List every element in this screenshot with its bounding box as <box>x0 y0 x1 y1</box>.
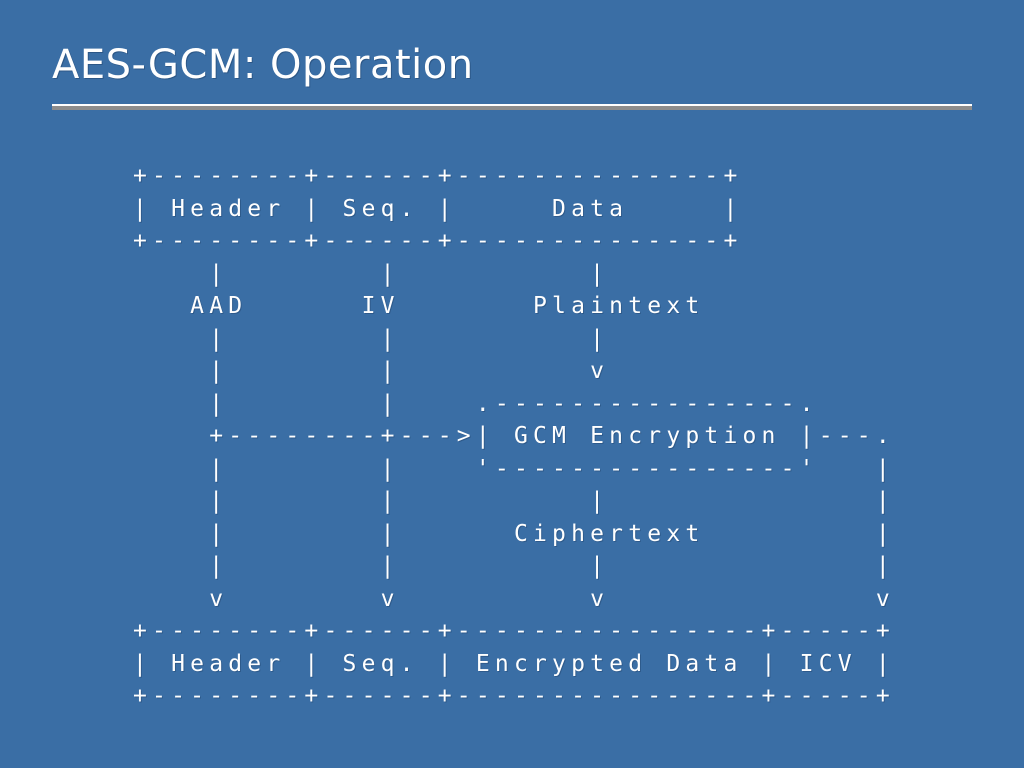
title-block: AES-GCM: Operation <box>52 38 972 92</box>
diagram-line-output-arrows: v v v v <box>133 585 895 612</box>
diagram-line-output-bottom-border: +--------+------+----------------+-----+ <box>133 683 895 709</box>
diagram-line-input-fields: | Header | Seq. | Data | <box>133 195 743 222</box>
diagram-line-ciphertext-label: | | Ciphertext | <box>133 520 895 547</box>
diagram-line-output-top-border: +--------+------+----------------+-----+ <box>133 618 895 644</box>
diagram-line-connector-down-4: | | | | <box>133 553 895 579</box>
title-underline-rule <box>52 104 972 110</box>
ascii-diagram: +--------+------+--------------+ | Header… <box>133 160 895 713</box>
page-title: AES-GCM: Operation <box>52 42 474 88</box>
diagram-line-process-bottom-border: | | '----------------' | <box>133 455 895 482</box>
diagram-line-connector-down-1: | | | <box>133 260 610 287</box>
diagram-line-connector-down-3: | | | | <box>133 488 895 514</box>
diagram-line-process-top-border: | | .----------------. <box>133 390 819 417</box>
diagram-line-input-top-border: +--------+------+--------------+ <box>133 163 743 189</box>
diagram-line-process-label: +--------+--->| GCM Encryption |---. <box>133 423 895 449</box>
diagram-line-output-fields: | Header | Seq. | Encrypted Data | ICV | <box>133 650 895 677</box>
diagram-line-plaintext-arrow: | | v <box>133 358 610 384</box>
diagram-line-connector-down-2: | | | <box>133 325 610 352</box>
diagram-line-input-bottom-border: +--------+------+--------------+ <box>133 228 743 254</box>
diagram-line-input-labels: AAD IV Plaintext <box>133 293 705 319</box>
